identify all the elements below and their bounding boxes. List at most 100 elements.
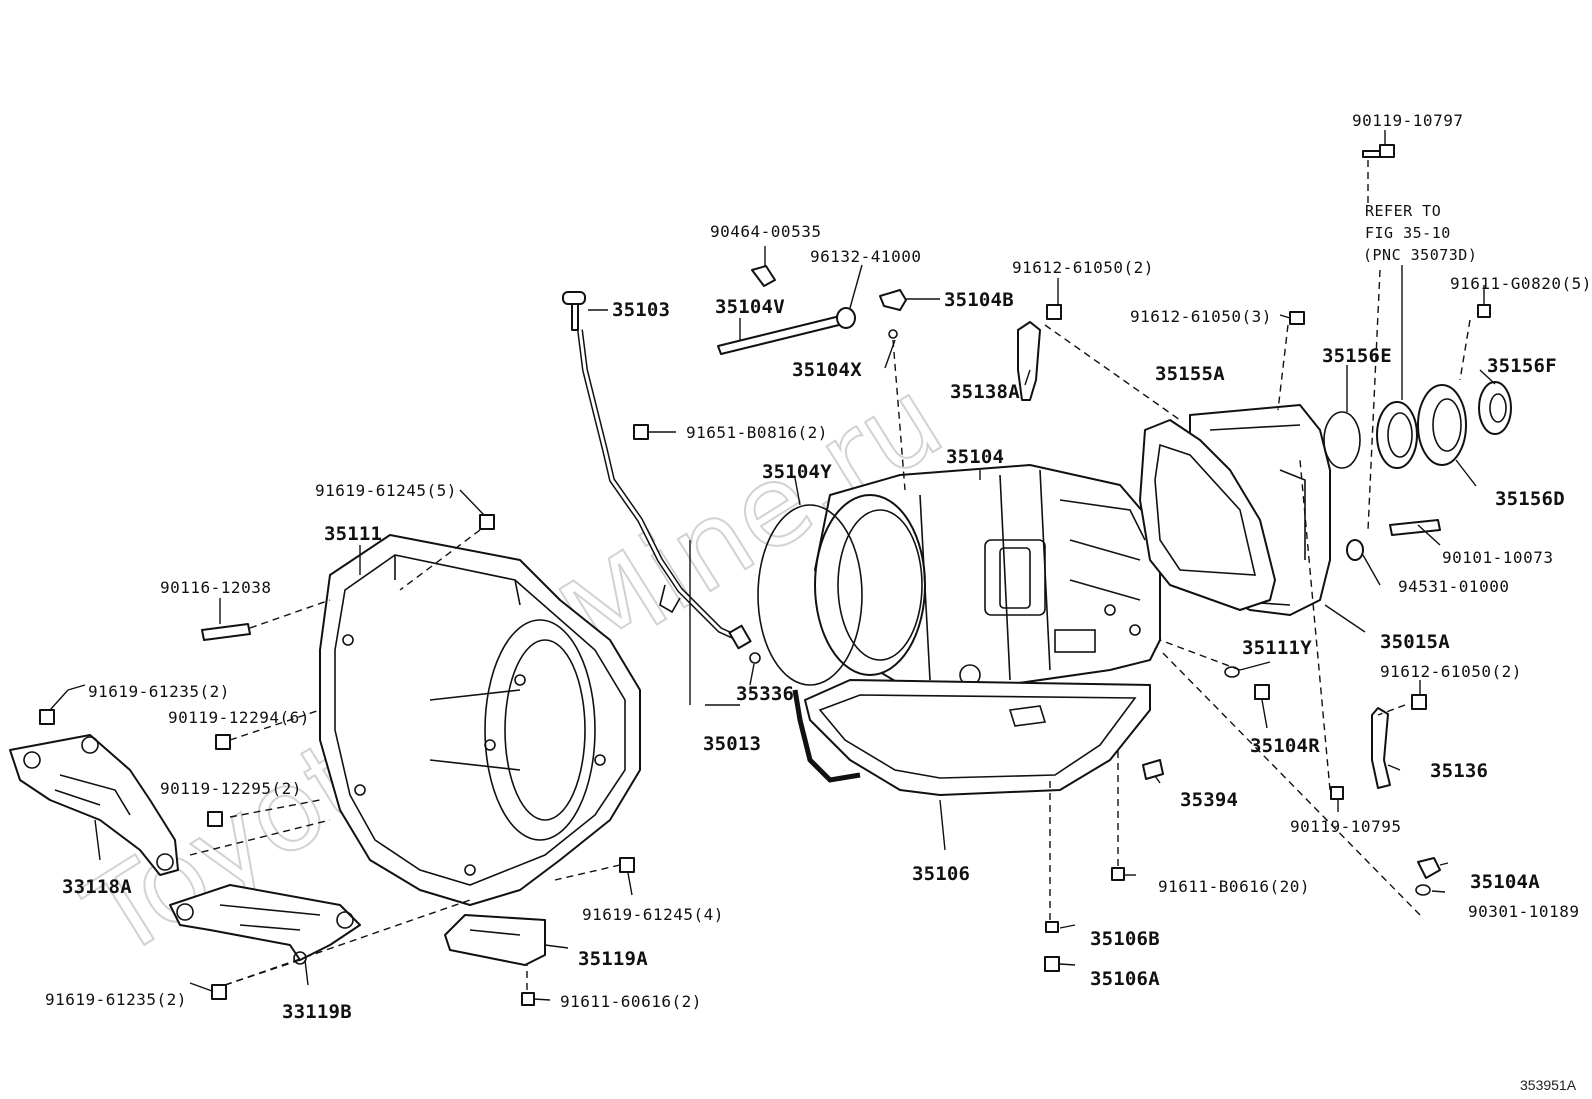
- label-35156E: 35156E: [1322, 345, 1392, 367]
- bolt-35104R-icon: [1254, 684, 1270, 700]
- clip-90464-00535-icon: [751, 265, 776, 287]
- bolt-90101-10073-icon: [1389, 519, 1441, 536]
- callout-labels: 90119-10797 REFER TO FIG 35-10 (PNC 3507…: [45, 111, 1592, 1093]
- union-35104A-icon: [1417, 857, 1441, 879]
- transmission-case-35104: [814, 464, 1161, 701]
- union-35104B-icon: [879, 289, 907, 311]
- label-91612-61050-2-right: 91612-61050(2): [1380, 662, 1522, 681]
- bolt-91619-61235-2-a-icon: [39, 709, 55, 725]
- gasket-35155A: [1139, 419, 1276, 611]
- label-35119A: 35119A: [578, 948, 648, 970]
- plug-35394-icon: [1142, 759, 1164, 780]
- label-35104R: 35104R: [1250, 735, 1320, 757]
- label-35103: 35103: [612, 299, 670, 321]
- label-90119-12295-2: 90119-12295(2): [160, 779, 302, 798]
- bolt-91612-61050-3-icon: [1289, 311, 1305, 325]
- label-35106A: 35106A: [1090, 968, 1160, 990]
- label-35111: 35111: [324, 523, 382, 545]
- label-35136: 35136: [1430, 760, 1488, 782]
- oil-seal-35156D: [1376, 384, 1467, 469]
- label-94531-01000: 94531-01000: [1398, 577, 1509, 596]
- label-96132-41000: 96132-41000: [810, 247, 921, 266]
- label-91612-61050-2-top: 91612-61050(2): [1012, 258, 1154, 277]
- label-90116-12038: 90116-12038: [160, 578, 271, 597]
- label-91612-61050-3: 91612-61050(3): [1130, 307, 1272, 326]
- label-90119-10795: 90119-10795: [1290, 817, 1401, 836]
- bearing-35156F: [1478, 381, 1512, 435]
- label-35111Y: 35111Y: [1242, 637, 1312, 659]
- label-90119-12294-6: 90119-12294(6): [168, 708, 310, 727]
- label-90301-10189: 90301-10189: [1468, 902, 1579, 921]
- label-35104B: 35104B: [944, 289, 1014, 311]
- dipstick-35103: [562, 291, 586, 331]
- bolt-91619-61245-5-icon: [479, 514, 495, 530]
- label-33119B: 33119B: [282, 1001, 352, 1023]
- plug-35111Y-icon: [1224, 666, 1240, 678]
- bolt-91612-61050-2-icon: [1046, 304, 1062, 320]
- gasket-90301-10189-icon: [1415, 884, 1431, 896]
- washer-94531-01000-icon: [1346, 539, 1364, 561]
- label-91611-60616-2: 91611-60616(2): [560, 992, 702, 1011]
- label-35138A: 35138A: [950, 381, 1020, 403]
- converter-housing-35111: [319, 534, 641, 906]
- bolt-90119-12295-icon: [207, 811, 223, 827]
- stud-90116-12038-icon: [201, 623, 251, 641]
- clamp-96132-41000-icon: [836, 307, 856, 329]
- label-35156F: 35156F: [1487, 355, 1557, 377]
- label-35394: 35394: [1180, 789, 1238, 811]
- bolt-91611-60616-icon: [521, 992, 535, 1006]
- gasket-35106B-icon: [1045, 921, 1059, 933]
- label-35106B: 35106B: [1090, 928, 1160, 950]
- label-35104A: 35104A: [1470, 871, 1540, 893]
- label-91619-61245-4: 91619-61245(4): [582, 905, 724, 924]
- seal-ring-35156E: [1323, 411, 1361, 469]
- label-91619-61235-2-a: 91619-61235(2): [88, 682, 230, 701]
- label-35104X: 35104X: [792, 359, 862, 381]
- label-35013: 35013: [703, 733, 761, 755]
- bracket-35138A-icon: [1017, 321, 1041, 401]
- bracket-35136-icon: [1371, 707, 1391, 789]
- gasket-35104X-icon: [888, 329, 898, 339]
- label-91619-61245-5: 91619-61245(5): [315, 481, 457, 500]
- bolt-90119-10795-icon: [1330, 786, 1344, 800]
- refer-note-line3: (PNC 35073D): [1363, 246, 1477, 264]
- refer-note-line1: REFER TO: [1365, 202, 1441, 220]
- label-91611-G0820-5: 91611-G0820(5): [1450, 274, 1592, 293]
- plug-35106A-icon: [1044, 956, 1060, 972]
- label-35104: 35104: [946, 446, 1004, 468]
- label-35156D: 35156D: [1495, 488, 1565, 510]
- label-35015A: 35015A: [1380, 631, 1450, 653]
- label-35336: 35336: [736, 683, 794, 705]
- diagram-reference-number: 353951A: [1520, 1077, 1577, 1093]
- leader-lines: [49, 130, 1496, 1001]
- refer-note-line2: FIG 35-10: [1365, 224, 1451, 242]
- bolt-91619-61245-4-icon: [619, 857, 635, 873]
- label-33118A: 33118A: [62, 876, 132, 898]
- bolt-91619-61235-2-b-icon: [211, 984, 227, 1000]
- label-90119-10797: 90119-10797: [1352, 111, 1463, 130]
- label-90464-00535: 90464-00535: [710, 222, 821, 241]
- bolt-90119-10797-icon: [1379, 144, 1395, 158]
- oil-pan-35106: [804, 679, 1151, 796]
- plate-35119A: [444, 914, 546, 966]
- label-35155A: 35155A: [1155, 363, 1225, 385]
- bolt-91611-B0616-icon: [1111, 867, 1125, 881]
- bolt-91611-G0820-icon: [1477, 304, 1491, 318]
- small-fasteners: [39, 144, 1491, 1006]
- label-91651-B0816-2: 91651-B0816(2): [686, 423, 828, 442]
- bolt-91612-61050-2-right-icon: [1411, 694, 1427, 710]
- label-91611-B0616-20: 91611-B0616(20): [1158, 877, 1310, 896]
- o-ring-35104Y: [757, 504, 863, 686]
- bolt-91651-B0816-icon: [633, 424, 649, 440]
- label-90101-10073: 90101-10073: [1442, 548, 1553, 567]
- hose-35104V-icon: [717, 315, 844, 355]
- label-35104V: 35104V: [715, 296, 785, 318]
- label-35106: 35106: [912, 863, 970, 885]
- bracket-33118A: [9, 734, 179, 876]
- label-35104Y: 35104Y: [762, 461, 832, 483]
- label-91619-61235-2-b: 91619-61235(2): [45, 990, 187, 1009]
- oil-filler-tube-35013: [577, 329, 761, 664]
- bracket-33119B: [169, 884, 361, 965]
